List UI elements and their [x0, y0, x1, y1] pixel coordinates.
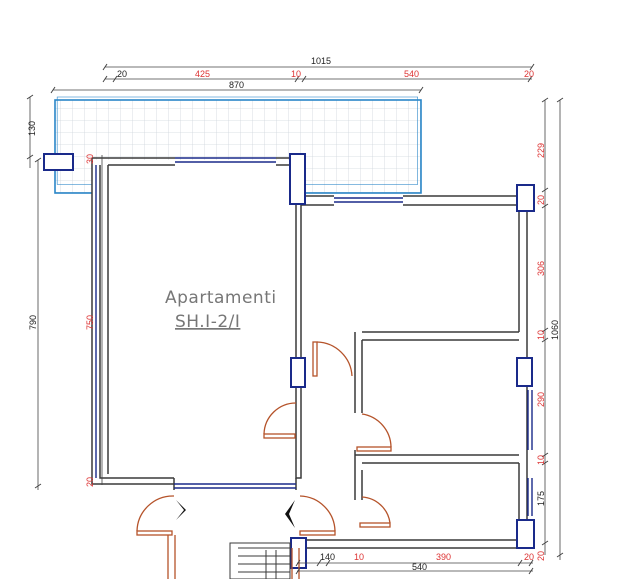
arrow-left	[176, 500, 186, 520]
dim-bottom-390: 390	[436, 552, 451, 562]
window-top-living	[175, 157, 276, 163]
dimension-lines	[29, 66, 561, 572]
dim-bottom-540: 540	[412, 562, 427, 572]
dim-right-10a: 10	[536, 330, 546, 340]
dim-top-seg3: 10	[291, 69, 301, 79]
dim-top-seg2: 425	[195, 69, 210, 79]
dim-right-20b: 20	[536, 551, 546, 561]
column-top-right	[516, 184, 535, 212]
door-left-mid	[263, 402, 297, 439]
door-right-top	[312, 341, 353, 377]
wall-middle	[295, 200, 302, 479]
dim-right-10b: 10	[536, 455, 546, 465]
dim-right-20a: 20	[536, 195, 546, 205]
walls	[91, 157, 528, 549]
dim-top-seg4: 540	[404, 69, 419, 79]
window-right-2	[527, 478, 533, 516]
column-top-mid	[289, 153, 306, 205]
dim-top-seg1: 20	[117, 69, 127, 79]
window-bottom	[174, 483, 296, 489]
dim-right-total: 1060	[550, 320, 560, 340]
wall-left-inner	[99, 165, 174, 479]
dim-right-290: 290	[536, 392, 546, 407]
door-entrance-right	[299, 495, 336, 536]
columns	[43, 153, 535, 569]
stair-rail-right	[291, 548, 300, 579]
dim-left-130: 130	[27, 121, 37, 136]
dim-bottom-140: 140	[320, 552, 335, 562]
column-mid-left	[290, 357, 306, 388]
wall-top-right	[301, 195, 519, 206]
doors	[136, 341, 392, 579]
dim-top-seg5: 20	[524, 69, 534, 79]
door-room3	[359, 496, 391, 528]
dim-right-306: 306	[536, 261, 546, 276]
dim-left-790: 790	[28, 315, 38, 330]
dim-inner-750: 750	[85, 315, 95, 330]
column-mid-right	[516, 357, 533, 387]
wall-room2	[355, 454, 519, 464]
dim-top-870: 870	[229, 80, 244, 90]
door-entrance-left	[136, 495, 175, 536]
terrace-mask	[92, 160, 304, 200]
column-topleft	[43, 153, 74, 171]
door-room2	[356, 413, 392, 452]
window-top-right	[334, 197, 403, 203]
wall-room1	[362, 331, 519, 341]
staircase	[229, 542, 291, 579]
column-right-low	[516, 519, 535, 549]
dimension-ticks	[26, 63, 564, 575]
dim-right-229: 229	[536, 143, 546, 158]
dim-top-total: 1015	[311, 56, 331, 66]
dim-inner-20: 20	[85, 477, 95, 487]
room-code: SH.I-2/I	[175, 312, 240, 332]
wall-left-outer	[91, 158, 174, 485]
dim-inner-30: 30	[85, 154, 95, 164]
window-right-1	[527, 390, 533, 450]
entrance-arrows	[176, 500, 295, 528]
dim-right-175: 175	[536, 491, 546, 506]
room-name: Apartamenti	[165, 288, 277, 308]
arrow-right	[285, 500, 295, 528]
wall-room-vert	[354, 332, 363, 500]
windows	[95, 157, 533, 516]
dim-bottom-20: 20	[524, 552, 534, 562]
stair-rail-left	[167, 535, 176, 579]
dim-bottom-10: 10	[354, 552, 364, 562]
